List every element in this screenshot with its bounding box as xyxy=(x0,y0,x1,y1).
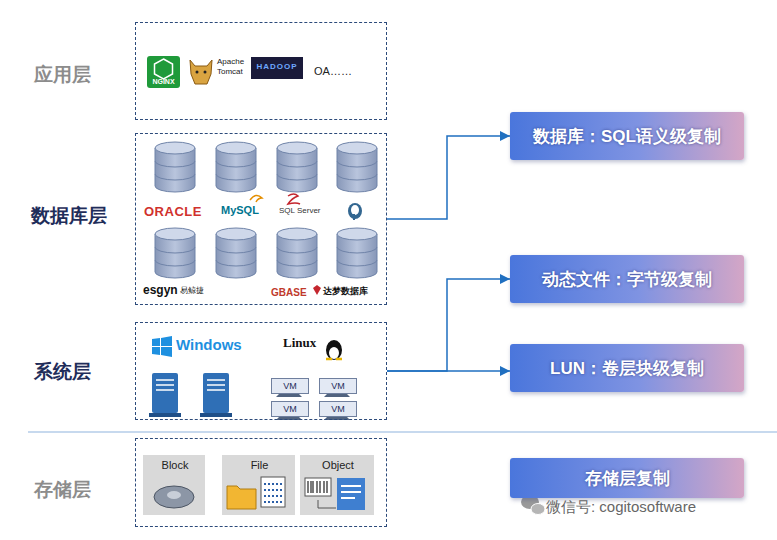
app-logos-part xyxy=(251,57,303,79)
storage-icons-part xyxy=(308,481,327,493)
logo-text: 达梦数据库 xyxy=(323,287,368,297)
vm-label: VM xyxy=(283,382,297,391)
vm-label: VM xyxy=(331,405,345,414)
layer-divider xyxy=(28,431,777,432)
replication-box: 存储层复制 xyxy=(510,458,744,498)
app-logos-part xyxy=(155,59,173,79)
replication-label: 动态文件：字节级复制 xyxy=(542,268,712,291)
system-icons-part xyxy=(203,373,229,413)
storage-icons-part xyxy=(318,500,336,508)
system-icons-part xyxy=(329,347,339,359)
text-label: OA…… xyxy=(314,65,352,77)
vm-label: VM xyxy=(283,405,297,414)
storage-icons-part xyxy=(227,486,256,509)
connector-arrow xyxy=(387,279,510,371)
logo-text: esgyn xyxy=(143,284,178,297)
replication-label: 存储层复制 xyxy=(585,467,670,490)
wechat-icon-part xyxy=(531,504,545,515)
system-icons-part xyxy=(156,380,174,390)
database-icons-part xyxy=(313,285,321,295)
database-cylinders-part xyxy=(155,228,195,278)
storage-label: Block xyxy=(162,459,189,471)
layer-box: 存储层BlockFileObject xyxy=(135,438,387,527)
database-icons-part xyxy=(348,203,362,219)
logo-text: Tomcat xyxy=(217,68,243,77)
storage-icons-part xyxy=(341,486,361,498)
logo-text: 易鲸捷 xyxy=(180,287,204,296)
database-icons-part xyxy=(351,205,359,215)
vm-box: VM xyxy=(319,401,357,417)
database-icons-part xyxy=(288,194,300,204)
logo-text: NGINX xyxy=(147,78,180,86)
logo-text: SQL Server xyxy=(279,207,321,216)
storage-icons-part xyxy=(305,478,331,496)
system-icons-part xyxy=(326,340,342,360)
layer-title: 存储层 xyxy=(34,477,91,503)
logo-text: Linux xyxy=(283,336,316,350)
storage-label: File xyxy=(251,459,269,471)
logo-text: Apache xyxy=(217,58,244,67)
system-icons-part xyxy=(326,358,342,361)
database-cylinders-part xyxy=(337,142,377,192)
storage-icons-part xyxy=(222,455,295,515)
database-cylinders-part xyxy=(216,142,256,192)
layer-title: 系统层 xyxy=(34,359,91,385)
vm-label: VM xyxy=(331,382,345,391)
logo-text: Windows xyxy=(176,337,242,354)
layer-title: 应用层 xyxy=(34,62,91,88)
storage-icons-part xyxy=(300,455,374,515)
database-cylinders-part xyxy=(337,228,377,278)
vm-box: VM xyxy=(271,378,309,394)
storage-icons xyxy=(143,455,374,515)
replication-box: 动态文件：字节级复制 xyxy=(510,255,744,303)
database-cylinders-part xyxy=(216,228,256,278)
storage-tile: Block xyxy=(144,456,206,516)
vm-box: VM xyxy=(271,401,309,417)
database-icons-part xyxy=(353,214,355,220)
storage-icons-part xyxy=(261,477,285,507)
system-icons-part xyxy=(149,413,181,417)
storage-tile: File xyxy=(223,456,296,516)
connector-arrow xyxy=(387,136,510,219)
logo-text: ORACLE xyxy=(144,205,202,219)
storage-label: Object xyxy=(322,459,354,471)
app-logos-part xyxy=(196,71,199,74)
vm-box: VM xyxy=(319,378,357,394)
database-icons xyxy=(250,194,362,295)
replication-box: LUN：卷层块级复制 xyxy=(510,344,744,392)
storage-icons-part xyxy=(154,486,194,508)
app-logos-part xyxy=(190,60,212,84)
database-icons-part xyxy=(250,195,262,202)
layer-box: 系统层VMVMVMVM xyxy=(135,322,387,420)
logo-text: GBASE xyxy=(271,287,307,298)
replication-box: 数据库：SQL语义级复制 xyxy=(510,112,744,160)
logo-text: MySQL xyxy=(221,204,259,216)
database-cylinders-part xyxy=(277,228,317,278)
storage-tile: Object xyxy=(301,456,375,516)
layer-title: 数据库层 xyxy=(31,203,107,229)
app-logos-part xyxy=(204,71,207,74)
replication-label: 数据库：SQL语义级复制 xyxy=(533,125,721,148)
system-icons-part xyxy=(152,336,172,357)
system-icons-part xyxy=(152,373,178,413)
storage-icons-part xyxy=(264,484,282,502)
storage-icons-part xyxy=(167,491,181,499)
system-icons-part xyxy=(200,413,232,417)
logo-text: HADOOP xyxy=(251,63,303,72)
database-cylinders-part xyxy=(277,142,317,192)
watermark: 微信号: cogitosoftware xyxy=(546,499,696,516)
system-icons-part xyxy=(207,380,225,390)
storage-icons-part xyxy=(337,478,365,510)
storage-icons-part xyxy=(143,455,205,515)
app-logos xyxy=(147,56,303,88)
app-logos-part xyxy=(147,56,180,88)
database-cylinders-part xyxy=(155,142,195,192)
connector-arrow xyxy=(387,370,510,372)
replication-label: LUN：卷层块级复制 xyxy=(550,357,704,380)
